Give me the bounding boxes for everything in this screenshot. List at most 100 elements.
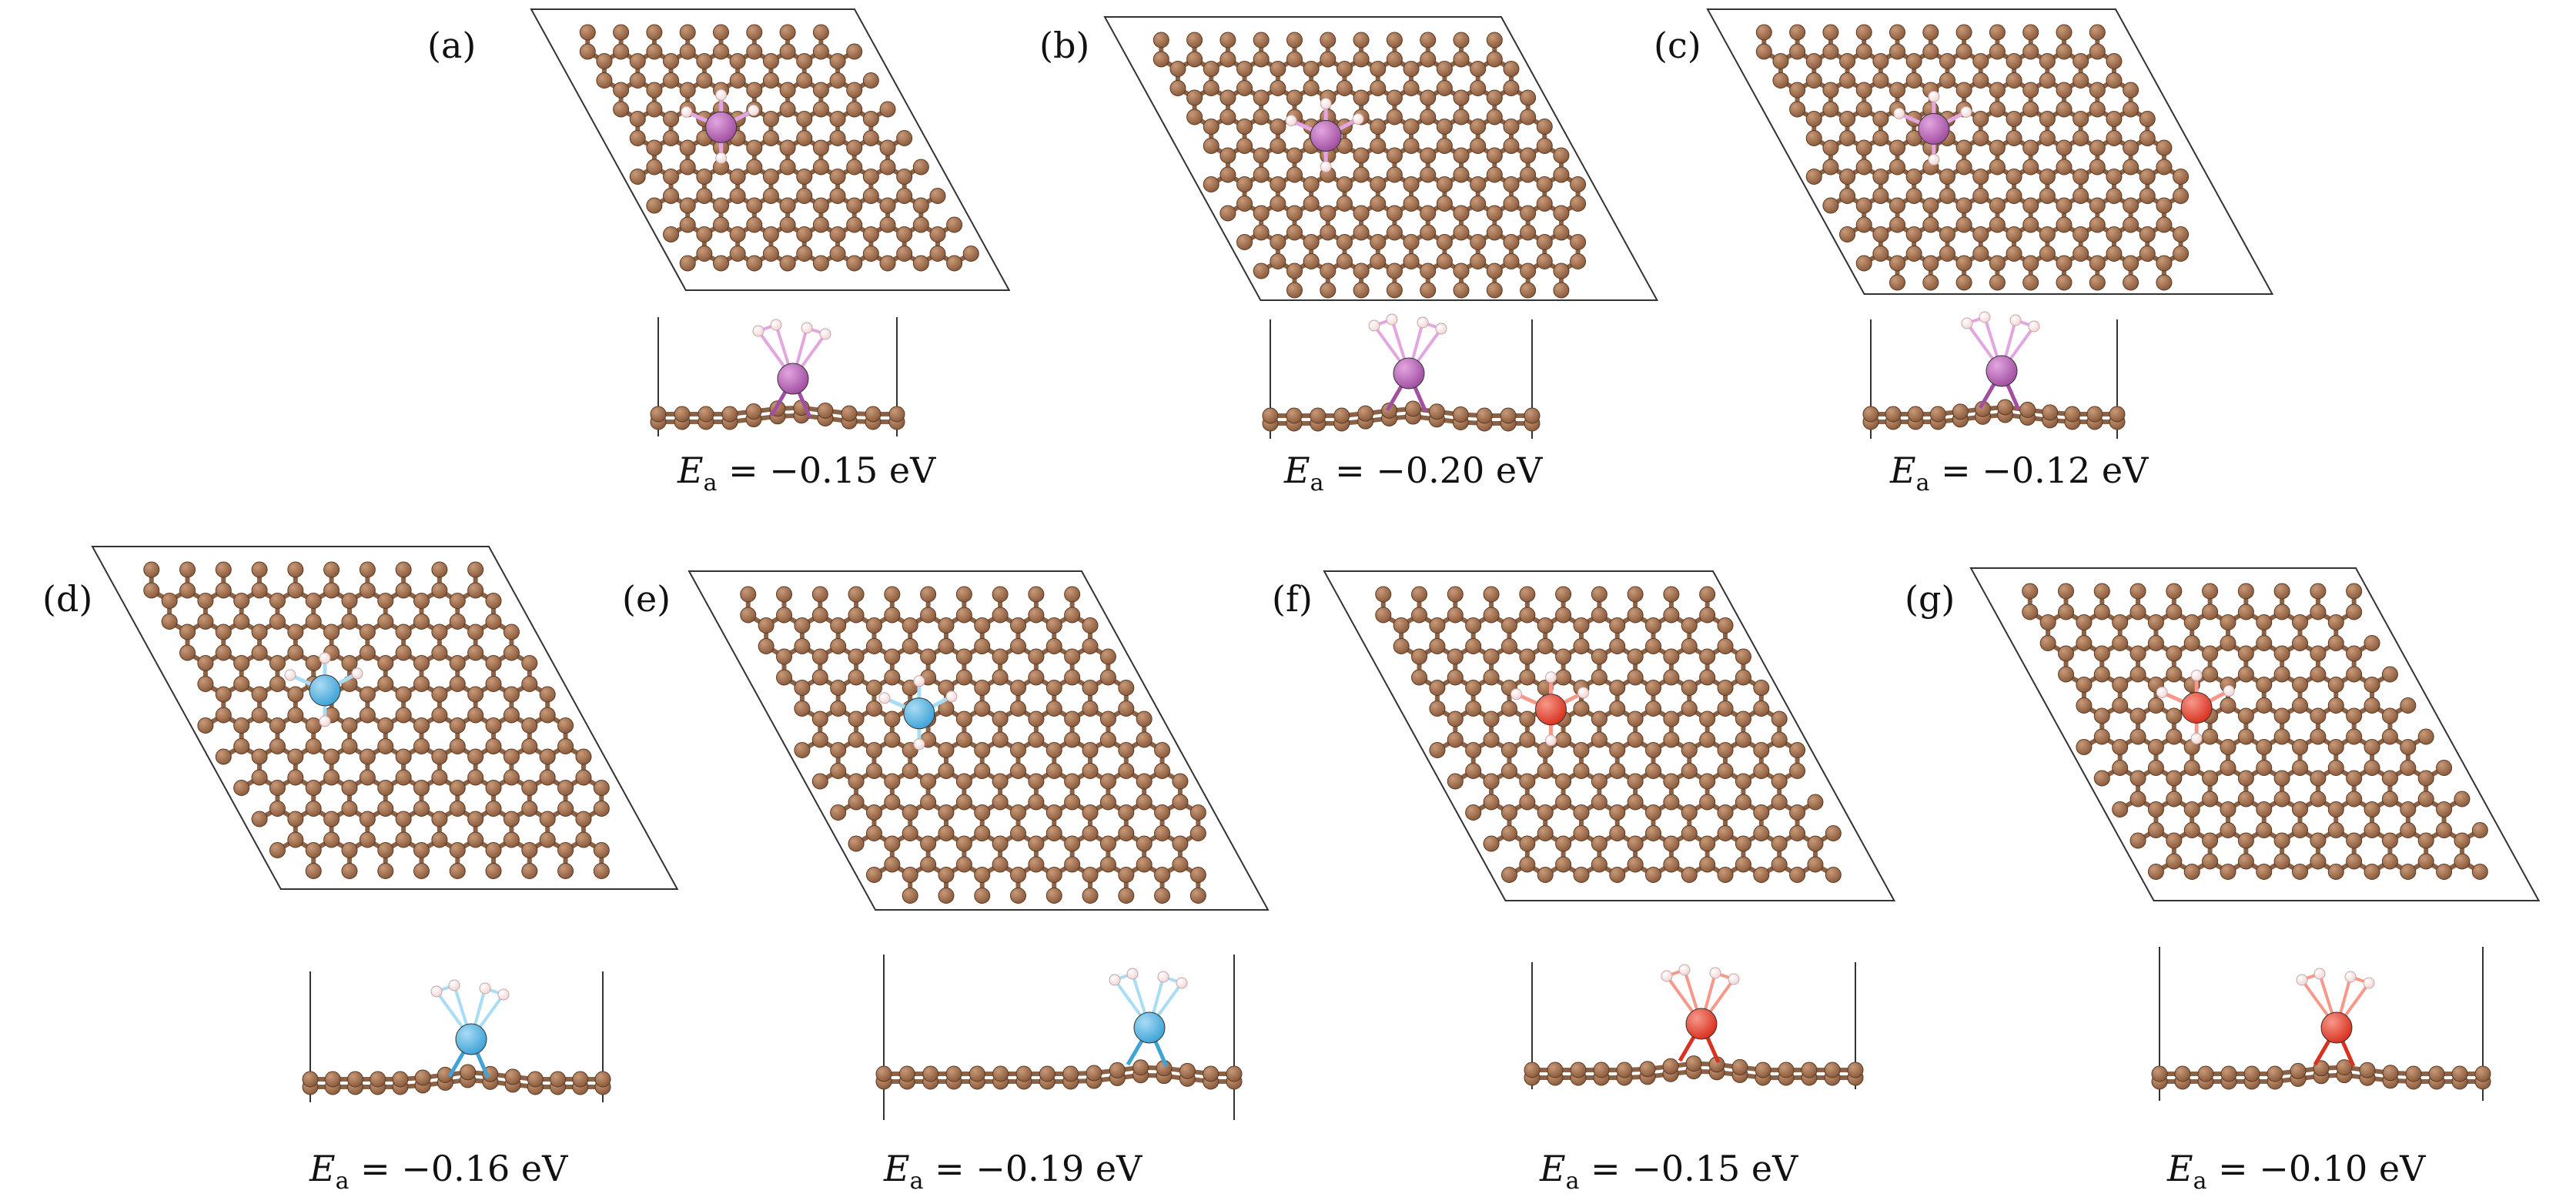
carbon-atom [902,867,918,883]
carbon-atom [2147,739,2164,755]
carbon-atom [2346,604,2363,620]
carbon-atom [1955,82,1972,99]
carbon-atom [1099,711,1116,727]
carbon-atom [1771,773,1788,790]
carbon-atom [974,804,991,821]
carbon-atom [884,711,901,727]
carbon-atom [521,676,538,692]
carbon-atom [2147,697,2164,714]
carbon-atom [467,624,484,640]
carbon-atom [341,655,358,671]
carbon-atom [2346,791,2363,807]
side-view-f [1524,962,1864,1089]
carbon-atom [1357,405,1374,422]
carbon-atom [1573,638,1590,654]
carbon-atom [370,1071,386,1088]
carbon-atom [1627,669,1644,686]
carbon-atom [1186,89,1203,106]
carbon-atom [1393,638,1410,654]
carbon-atom [1500,742,1517,758]
carbon-atom [1045,867,1062,883]
hydrogen-atom [430,985,443,998]
carbon-atom [1537,763,1554,779]
carbon-atom [2359,1062,2376,1078]
carbon-atom [2454,853,2471,870]
carbon-atom [1010,617,1027,634]
carbon-atom [1453,205,1470,222]
carbon-atom [713,216,730,233]
carbon-atom [1045,742,1062,758]
carbon-atom [762,169,779,185]
carbon-atom [1500,825,1517,841]
carbon-atom [1753,700,1770,717]
unit-cell-c [1706,8,2274,295]
energy-symbol: E [1540,1148,1566,1189]
carbon-atom [179,561,196,578]
carbon-atom [1420,224,1437,241]
carbon-atom [1553,166,1570,183]
carbon-atom [1805,130,1822,146]
carbon-atom [2166,728,2183,745]
carbon-atom [646,82,663,99]
carbon-atom [1855,159,1872,176]
carbon-atom [1286,205,1303,222]
carbon-atom [485,717,502,734]
h2-ligand [791,326,828,380]
hydrogen-atom [1893,107,1905,119]
carbon-atom [902,763,918,779]
carbon-atom [2106,169,2123,185]
carbon-atom [341,863,358,879]
carbon-atom [1375,586,1392,603]
carbon-atom [1226,1065,1243,1082]
carbon-atom [2147,864,2164,880]
carbon-atom [865,700,882,717]
carbon-atom [521,801,538,817]
carbon-atom [251,624,268,640]
carbon-atom [1086,1065,1102,1082]
carbon-atom [1203,138,1219,154]
energy-value: = −0.16 eV [360,1148,568,1189]
carbon-atom [2056,43,2073,60]
h2-ligand [2299,971,2338,1029]
carbon-atom [865,617,882,634]
carbon-atom [2039,614,2056,630]
carbon-atom [485,780,502,796]
carbon-atom [1989,82,2006,99]
carbon-atom [1336,176,1353,192]
carbon-atom [1972,72,1989,89]
carbon-atom [392,1071,409,1088]
carbon-atom [746,24,763,41]
carbon-atom [992,586,1009,603]
carbon-atom [346,1071,363,1088]
carbon-atom [2292,614,2309,630]
carbon-atom [1872,111,1889,127]
carbon-atom [862,72,879,89]
carbon-atom [938,763,955,779]
metal-atom [1685,1008,1718,1040]
carbon-atom [215,561,232,578]
carbon-atom [1310,407,1326,424]
carbon-atom [946,216,963,233]
carbon-atom [974,825,991,841]
carbon-atom [1336,234,1353,250]
carbon-atom [920,835,937,852]
carbon-atom [1118,742,1135,758]
carbon-atom [922,1065,939,1082]
carbon-atom [1429,617,1446,634]
carbon-atom [1470,234,1487,250]
energy-value: = −0.12 eV [1941,450,2149,491]
carbon-atom [1825,825,1842,841]
carbon-atom [1045,680,1062,696]
carbon-atom [758,617,774,634]
carbon-atom [2156,255,2173,272]
carbon-atom [865,804,882,821]
carbon-atom [1699,773,1716,790]
carbon-atom [431,624,448,640]
carbon-atom [1536,253,1553,269]
carbon-atom [1253,109,1270,125]
bonds-c [1761,30,2183,285]
carbon-atom [1972,188,1989,204]
carbon-atom [2202,832,2219,849]
carbon-atom [2073,111,2089,127]
